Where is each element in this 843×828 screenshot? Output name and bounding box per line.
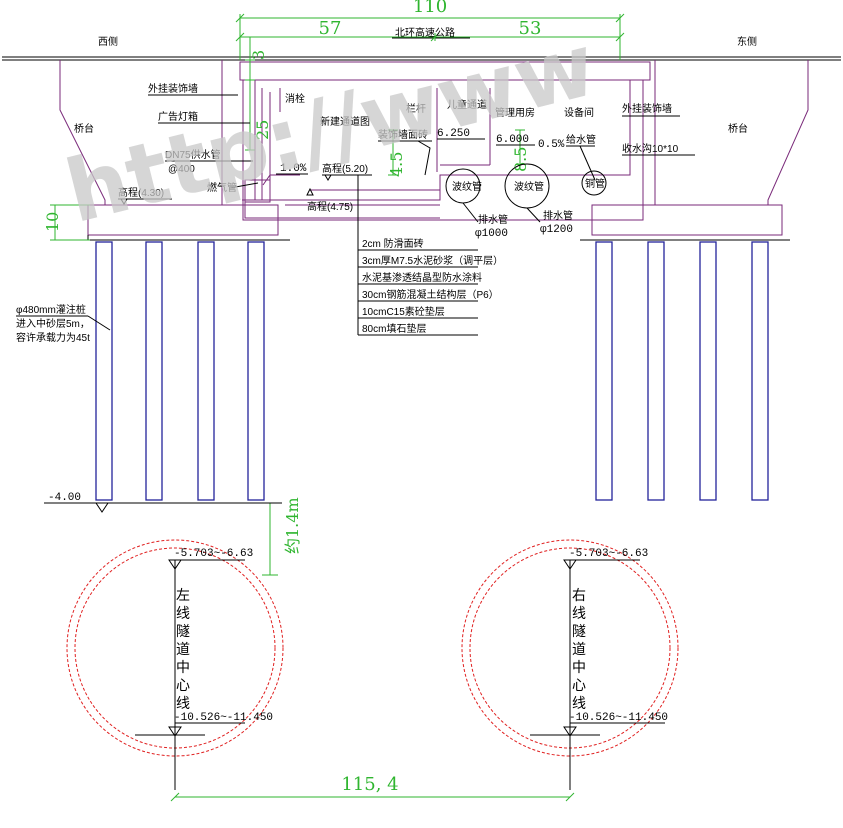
- label-new-underpass: 新建通道图: [320, 115, 370, 128]
- left-tunnel-name-char: 线: [176, 695, 190, 711]
- label-decor-wall-face: 装饰墙面砖: [378, 128, 428, 141]
- dim-clearance: 约1.4m: [283, 497, 302, 554]
- pavement-layer: 2cm 防滑面砖: [362, 237, 424, 250]
- right-tunnel-name-char: 道: [572, 641, 586, 657]
- left-piles: [95, 241, 265, 501]
- right-tunnel-name-char: 线: [572, 605, 586, 621]
- label-gas-pipe: 燃气管: [207, 181, 237, 194]
- pavement-layer: 80cm填石垫层: [362, 322, 426, 335]
- left-tunnel-name-char: 隧: [176, 623, 190, 639]
- right-tunnel-name-char: 隧: [572, 623, 586, 639]
- dim-8-5: 8.5: [511, 147, 530, 172]
- pavement-layer: 水泥基渗透结晶型防水涂料: [362, 271, 482, 284]
- label-outer-decor-wall-right: 外挂装饰墙: [622, 102, 672, 115]
- label-west-side: 西侧: [98, 35, 118, 48]
- label-cable-1: 波纹管: [452, 180, 482, 193]
- label-abutment-left: 桥台: [74, 122, 94, 135]
- label-collect-water: 收水沟10*10: [622, 142, 679, 155]
- label-drain-2: 排水管: [543, 209, 573, 222]
- dim-4-5: 4.5: [387, 152, 406, 177]
- label-water-pipe-spacing: @400: [168, 164, 195, 175]
- label-pile-note-2: 进入中砂层5m，: [16, 317, 90, 330]
- label-elev-2: 高程(5.20): [322, 162, 368, 175]
- right-piles: [595, 241, 769, 501]
- label-ad-lightbox: 广告灯箱: [158, 110, 198, 123]
- label-slope-2: 0.5%: [538, 139, 565, 151]
- pavement-layer: 30cm钢筋混凝土结构层（P6）: [362, 288, 499, 301]
- label-outer-decor-wall-left: 外挂装饰墙: [148, 82, 198, 95]
- label-railing: 栏杆: [406, 102, 426, 115]
- label-right-tunnel-top: -5.703~-6.63: [569, 548, 648, 560]
- label-pile-note-3: 容许承载力为45t: [16, 331, 90, 344]
- label-pile-tip-elev: -4.00: [48, 492, 81, 504]
- label-east-side: 东侧: [737, 35, 757, 48]
- label-slope-1: 1.0%: [280, 163, 307, 175]
- label-drain-pipe-small: 给水管: [566, 133, 596, 146]
- pavement-layer: 10cmC15素砼垫层: [362, 305, 445, 318]
- right-tunnel: [461, 539, 679, 790]
- cable-pipes: 波纹管 波纹管 铜管 排水管 φ1000 排水管 φ1200: [445, 163, 607, 240]
- left-tunnel-name: 左 线 隧 道 中 心 线: [176, 587, 190, 711]
- top-dimensions: 110 57 53: [235, 0, 625, 60]
- label-left-tunnel-bottom: -10.526~-11.450: [174, 712, 273, 724]
- label-drain-1: 排水管: [478, 213, 508, 226]
- label-pipe-gallery: 管理用房: [495, 106, 535, 119]
- right-tunnel-name-char: 右: [572, 587, 586, 603]
- dim-top-total: 110: [413, 0, 447, 17]
- label-road-name: 北环高速公路: [395, 26, 455, 39]
- right-tunnel-name-char: 线: [572, 695, 586, 711]
- right-abutment: [580, 60, 809, 241]
- label-elev-1: 高程(4.30): [118, 186, 164, 199]
- label-left-tunnel-top: -5.703~-6.63: [174, 548, 253, 560]
- right-tunnel-name-char: 中: [572, 659, 586, 675]
- dim-10: 10: [43, 212, 62, 232]
- left-tunnel-name-char: 线: [176, 605, 190, 621]
- label-drain-2-size: φ1200: [540, 224, 573, 236]
- dim-25: 25: [253, 120, 272, 140]
- label-cable-2: 波纹管: [514, 180, 544, 193]
- tunnel-spacing-dimension: 115, 4: [170, 774, 575, 802]
- label-water-pipe: DN75供水管: [165, 148, 221, 161]
- label-cable-3: 铜管: [585, 177, 605, 190]
- label-elev-3: 高程(4.75): [307, 200, 353, 213]
- label-pile-note-1: φ480mm灌注桩: [16, 303, 86, 316]
- label-elev-6250: 6.250: [437, 128, 470, 140]
- pavement-layer: 3cm厚M7.5水泥砂浆（调平层）: [362, 254, 503, 267]
- right-tunnel-name: 右 线 隧 道 中 心 线: [572, 587, 586, 711]
- label-elev-6000: 6.000: [496, 134, 529, 146]
- label-fire-hydrant: 消栓: [285, 92, 305, 105]
- left-tunnel-name-char: 道: [176, 641, 190, 657]
- vertical-dimensions: 3 25 4.5 8.5 10 约1.4m: [43, 37, 530, 576]
- dim-3: 3: [249, 50, 268, 60]
- right-tunnel-name-char: 心: [572, 677, 586, 693]
- label-drain-1-size: φ1000: [475, 228, 508, 240]
- left-tunnel-name-char: 左: [176, 587, 190, 603]
- label-child-passage: 儿童通道: [447, 98, 487, 111]
- pavement-layer-table: 2cm 防滑面砖 3cm厚M7.5水泥砂浆（调平层） 水泥基渗透结晶型防水涂料 …: [357, 175, 503, 336]
- label-abutment-right: 桥台: [728, 122, 748, 135]
- dim-top-left: 57: [319, 18, 342, 39]
- box-structure: [239, 61, 651, 221]
- label-equipment-room: 设备间: [564, 106, 594, 119]
- dim-tunnel-spacing: 115, 4: [341, 774, 398, 795]
- left-tunnel: [66, 539, 284, 790]
- dim-top-right: 53: [519, 18, 542, 39]
- label-right-tunnel-bottom: -10.526~-11.450: [569, 712, 668, 724]
- left-tunnel-name-char: 心: [176, 677, 190, 693]
- left-tunnel-name-char: 中: [176, 659, 190, 675]
